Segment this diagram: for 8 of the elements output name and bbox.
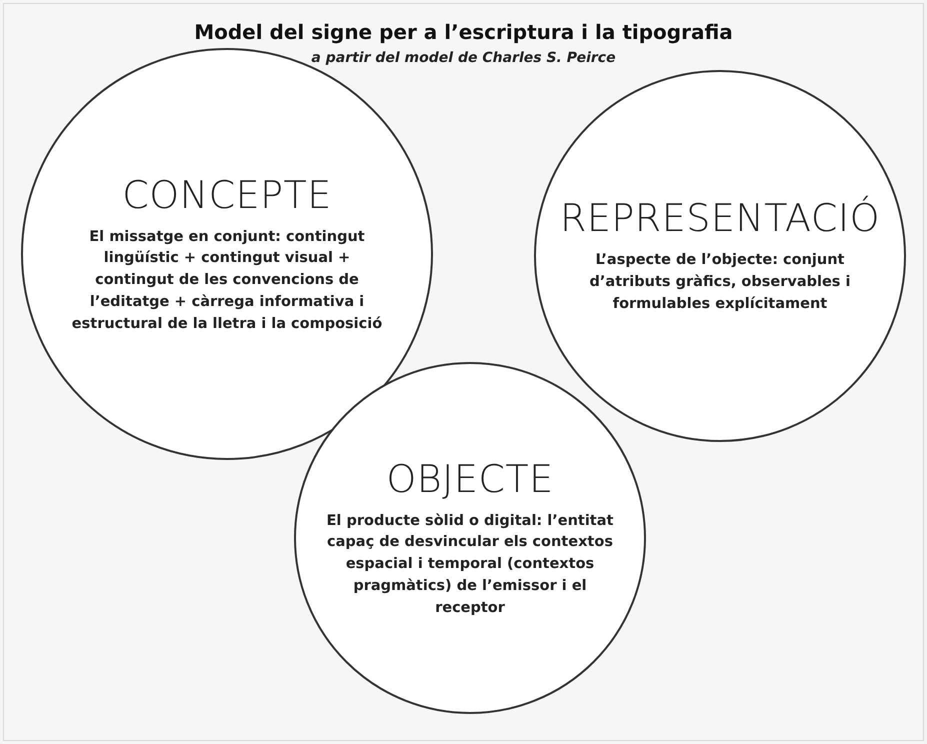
- title: Model del signe per a l’escriptura i la tipografia: [193, 20, 734, 44]
- circle-description: El producte sòlid o digital: l’entitat capaç de desvincular els contextos espacial i temporal (contextos pragmàtics) de l’emissor i el receptor: [326, 512, 614, 618]
- subtitle: a partir del model de Charles S. Peirce: [310, 50, 617, 66]
- circle-description: L’aspecte de l’objecte: conjunt d’atributs gràfics, observables i formulables explícitament: [588, 251, 852, 314]
- circle-heading: OBJECTE: [386, 456, 554, 501]
- circle-heading: CONCEPTE: [122, 172, 332, 217]
- circle-heading: REPRESENTACIÓ: [560, 196, 880, 240]
- circle-description: El missatge en conjunt: contingut lingüístic + contingut visual + contingut de les convencions de l’editatge + càrrega informativa i estructural de la lletra i la composició: [70, 228, 384, 334]
